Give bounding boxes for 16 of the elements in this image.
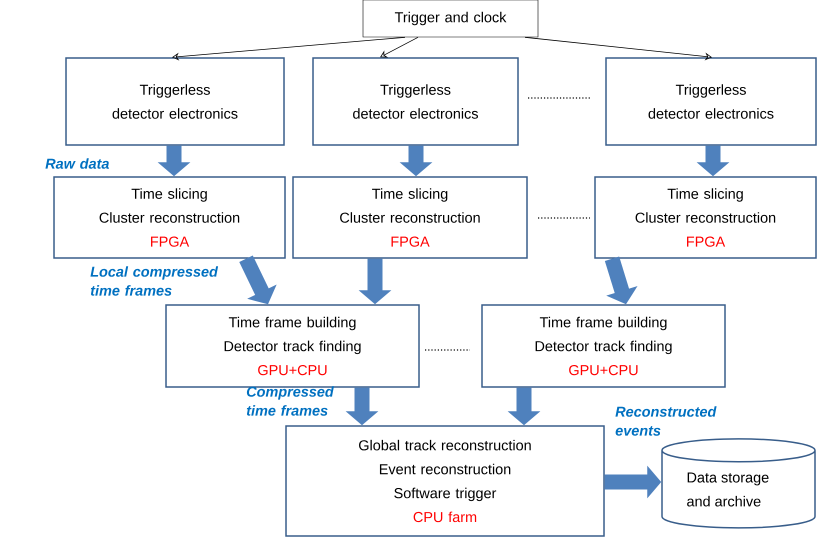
arrow	[380, 36, 418, 58]
process-box: Time slicing Cluster reconstruction FPGA	[594, 176, 817, 259]
edge-label: Compressed time frames	[246, 386, 334, 416]
process-box: Time slicing Cluster reconstruction FPGA	[53, 176, 286, 259]
edge-label: Local compressed time frames	[90, 266, 218, 296]
arrow	[172, 36, 406, 61]
storage-cylinder: Data storage and archive	[661, 438, 816, 529]
process-box: Global track reconstruction Event reconstruction Software trigger CPU farm	[285, 425, 605, 537]
process-box: Triggerless detector electronics	[605, 57, 817, 146]
process-box: Time frame building Detector track finding GPU+CPU	[481, 304, 726, 388]
process-box: Triggerless detector electronics	[65, 57, 285, 146]
process-box: Time slicing Cluster reconstruction FPGA	[292, 176, 528, 259]
process-box: Trigger and clock	[362, 0, 538, 38]
edge-label: Reconstructed events	[615, 406, 717, 436]
process-box: Triggerless detector electronics	[312, 57, 519, 146]
edge-label: Raw data	[45, 158, 109, 169]
